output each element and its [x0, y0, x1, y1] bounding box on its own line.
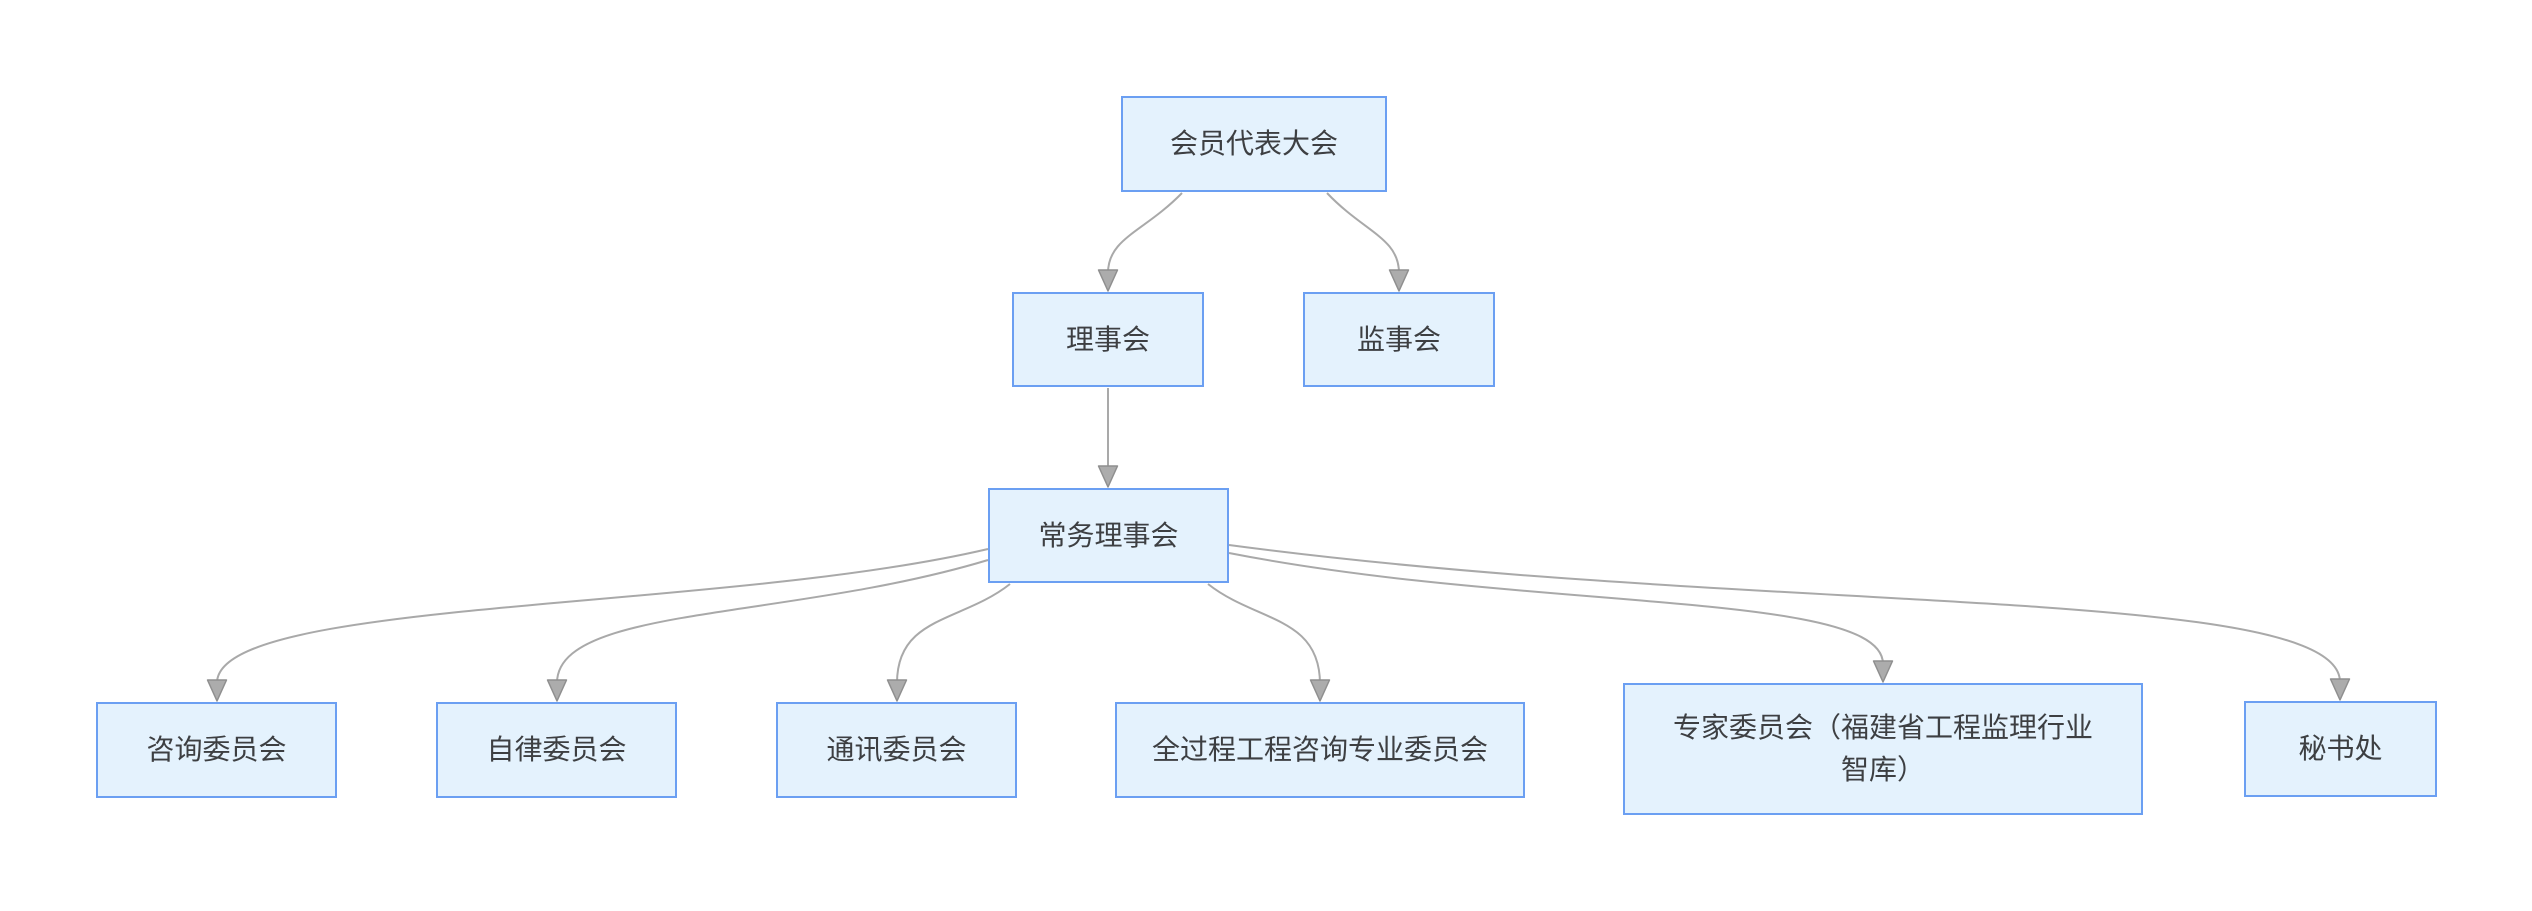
edge-members-congress-to-council — [1107, 192, 1183, 274]
arrowhead-icon — [886, 679, 908, 702]
arrowhead-icon — [1388, 269, 1410, 292]
node-self-discipline-committee[interactable]: 自律委员会 — [436, 702, 677, 798]
node-secretariat[interactable]: 秘书处 — [2244, 701, 2437, 797]
node-communications-committee[interactable]: 通讯委员会 — [776, 702, 1017, 798]
node-expert-committee[interactable]: 专家委员会（福建省工程监理行业智库） — [1623, 683, 2143, 815]
node-advisory-committee[interactable]: 咨询委员会 — [96, 702, 337, 798]
edge-standing-council-to-secretariat — [1228, 544, 2341, 683]
edge-members-congress-to-supervisory-board — [1326, 192, 1400, 274]
edge-standing-council-to-advisory — [216, 548, 989, 684]
arrowhead-icon — [546, 679, 568, 702]
node-label: 通讯委员会 — [826, 734, 967, 765]
arrowhead-icon — [1309, 679, 1331, 702]
edge-standing-council-to-self-discipline — [556, 559, 989, 684]
arrowhead-icon — [1872, 660, 1894, 683]
node-members-congress[interactable]: 会员代表大会 — [1121, 96, 1387, 192]
node-label: 监事会 — [1356, 323, 1441, 355]
node-label: 全过程工程咨询专业委员会 — [1151, 734, 1488, 765]
node-council[interactable]: 理事会 — [1012, 292, 1204, 387]
arrowhead-icon — [2329, 678, 2351, 701]
node-label: 咨询委员会 — [146, 734, 287, 765]
node-supervisory-board[interactable]: 监事会 — [1303, 292, 1495, 387]
arrowhead-icon — [1097, 465, 1119, 488]
node-label: 理事会 — [1065, 323, 1150, 355]
node-label: 秘书处 — [2298, 733, 2383, 764]
edge-standing-council-to-expert — [1228, 552, 1884, 665]
arrowhead-icon — [206, 679, 228, 702]
edge-standing-council-to-communications — [896, 583, 1011, 684]
node-label: 自律委员会 — [486, 734, 627, 765]
edge-standing-council-to-whole-process — [1207, 583, 1321, 685]
node-standing-council[interactable]: 常务理事会 — [988, 488, 1229, 583]
node-label: 会员代表大会 — [1169, 128, 1338, 159]
arrowhead-icon — [1097, 269, 1119, 292]
node-label: 常务理事会 — [1038, 519, 1179, 551]
node-label: 专家委员会（福建省工程监理行业智库） — [1672, 712, 2093, 785]
node-whole-process-consulting-committee[interactable]: 全过程工程咨询专业委员会 — [1115, 702, 1525, 798]
